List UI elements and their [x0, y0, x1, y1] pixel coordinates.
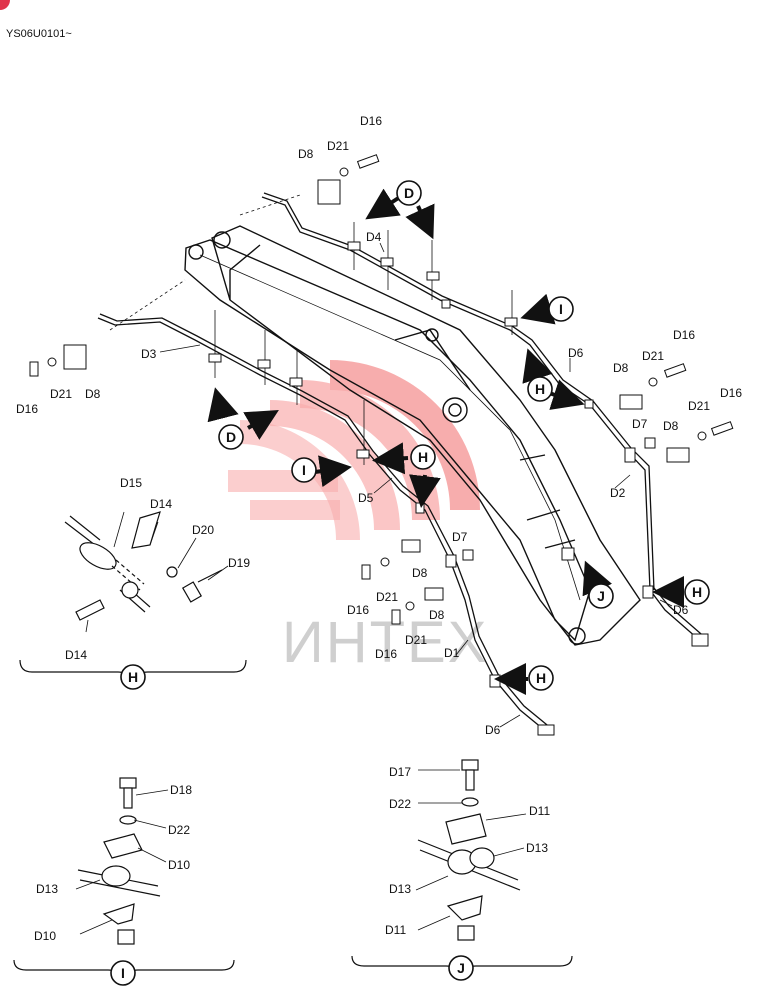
detail-view-h: D15 D14 D20 D19 D14 H	[19, 476, 250, 690]
svg-text:I: I	[559, 301, 563, 317]
callout-arrows	[207, 188, 684, 695]
callout-h-middle: H	[410, 444, 436, 470]
svg-text:H: H	[536, 670, 546, 686]
part-label: D8	[298, 147, 314, 161]
detail-h-title: H	[128, 669, 138, 685]
part-label: D16	[720, 386, 742, 400]
callout-i-upper: I	[548, 296, 574, 322]
detail-view-i: D18 D22 D10 D13 D10 I	[13, 777, 235, 986]
svg-text:J: J	[597, 588, 605, 604]
part-label: D13	[389, 882, 411, 896]
svg-text:I: I	[302, 462, 306, 478]
svg-text:H: H	[418, 449, 428, 465]
part-label: D22	[168, 823, 190, 837]
part-label: D21	[642, 349, 664, 363]
part-label: D8	[85, 387, 101, 401]
detail-i-title: I	[121, 965, 125, 981]
detail-j-title: J	[457, 960, 465, 976]
part-label: D21	[376, 590, 398, 604]
document-code: YS06U0101~	[6, 28, 72, 40]
callout-j: J	[588, 583, 614, 609]
part-label: D1	[444, 646, 460, 660]
part-label: D16	[375, 647, 397, 661]
callout-h-right: H	[684, 579, 710, 605]
part-label: D6	[485, 723, 501, 737]
callout-circles: D D I H I H J H H	[218, 180, 710, 691]
watermark-text: ИНТЕХ	[282, 610, 488, 675]
part-label: D16	[360, 114, 382, 128]
part-label: D21	[405, 633, 427, 647]
callout-h-upper: H	[527, 376, 553, 402]
part-label: D8	[412, 566, 428, 580]
part-label: D7	[632, 417, 648, 431]
watermark-logo	[228, 360, 480, 540]
part-label: D22	[389, 797, 411, 811]
part-label: D6	[673, 603, 689, 617]
part-label: D21	[327, 139, 349, 153]
part-label: D7	[452, 530, 468, 544]
part-label: D6	[568, 346, 584, 360]
part-label: D19	[228, 556, 250, 570]
bolts	[29, 154, 734, 625]
part-label: D16	[673, 328, 695, 342]
callout-d-upper: D	[396, 180, 422, 206]
corner-badge	[0, 0, 10, 10]
part-label: D14	[150, 497, 172, 511]
callout-i-lower: I	[291, 457, 317, 483]
part-label: D13	[36, 882, 58, 896]
part-label: D21	[50, 387, 72, 401]
part-label: D15	[120, 476, 142, 490]
line-clamps	[63, 179, 709, 736]
part-label: D8	[663, 419, 679, 433]
part-label: D10	[168, 858, 190, 872]
part-label: D2	[610, 486, 626, 500]
part-label: D5	[358, 491, 374, 505]
part-label: D8	[429, 608, 445, 622]
part-labels: D16 D8 D21 D4 D3 D21 D8 D16 D6 D16 D21 D…	[16, 114, 742, 737]
part-label: D4	[366, 230, 382, 244]
part-label: D3	[141, 347, 157, 361]
svg-text:D: D	[404, 185, 414, 201]
part-label: D21	[688, 399, 710, 413]
part-label: D11	[385, 923, 406, 937]
svg-text:H: H	[535, 381, 545, 397]
part-label: D20	[192, 523, 214, 537]
part-label: D18	[170, 783, 192, 797]
part-label: D16	[16, 402, 38, 416]
boom-arm	[184, 225, 641, 646]
part-label: D16	[347, 603, 369, 617]
part-label: D14	[65, 648, 87, 662]
part-label: D13	[526, 841, 548, 855]
detail-view-j: D17 D22 D11 D13 D13 D11 J	[351, 759, 573, 981]
svg-text:H: H	[692, 584, 702, 600]
part-label: D10	[34, 929, 56, 943]
part-label: D11	[529, 804, 550, 818]
svg-text:D: D	[226, 429, 236, 445]
callout-d-lower: D	[218, 424, 244, 450]
part-label: D17	[389, 765, 411, 779]
part-label: D8	[613, 361, 629, 375]
callout-h-lower: H	[528, 665, 554, 691]
